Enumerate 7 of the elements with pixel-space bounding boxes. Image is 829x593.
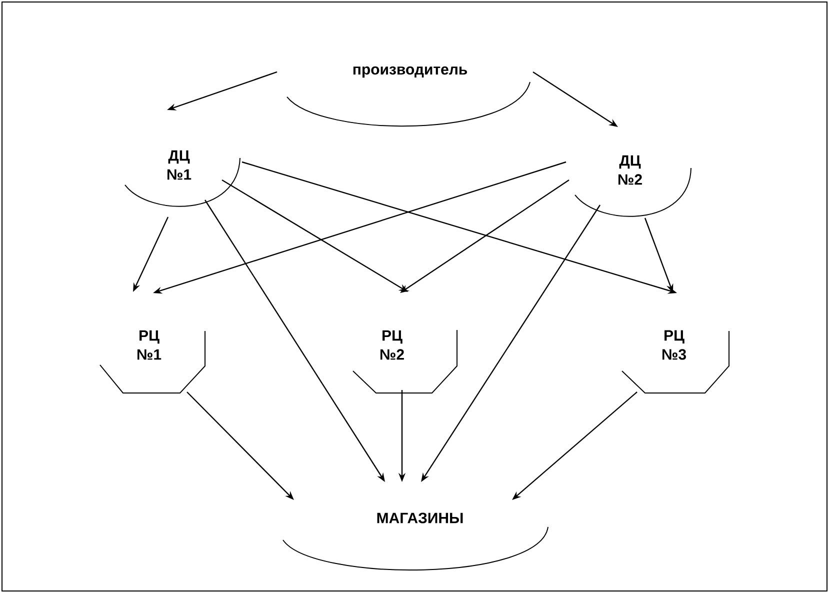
arc-node: производитель	[286, 66, 530, 126]
bracket-node: РЦ №1	[100, 330, 206, 394]
arc-node: МАГАЗИНЫ	[282, 512, 548, 570]
bracket-node: РЦ №2	[352, 330, 458, 394]
bracket-node: РЦ №3	[622, 330, 730, 394]
arc-node: ДЦ №1	[124, 150, 240, 207]
arc-node: ДЦ №2	[574, 155, 692, 217]
